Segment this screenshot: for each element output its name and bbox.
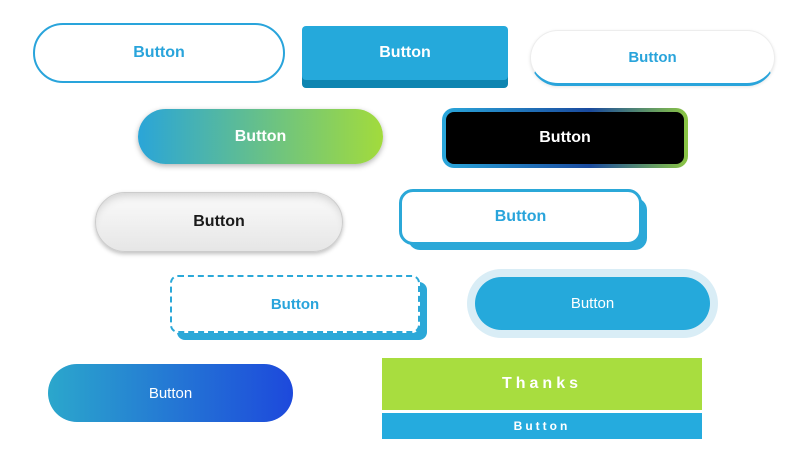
thanks-bar-button[interactable]: Button (382, 413, 702, 439)
glow-pill-button[interactable]: Button (475, 277, 710, 330)
thanks-banner-button[interactable]: Thanks (382, 358, 702, 410)
solid-3d-button[interactable]: Button (302, 26, 508, 80)
blue-outline-offset-button[interactable]: Button (399, 189, 642, 245)
gradient-green-button[interactable]: Button (138, 109, 383, 164)
thanks-button-stack: Thanks Button (382, 358, 702, 439)
outline-pill-button[interactable]: Button (33, 23, 285, 83)
black-gradient-border-button[interactable]: Button (442, 108, 688, 168)
white-pill-button[interactable]: Button (530, 30, 775, 86)
dashed-border-button[interactable]: Button (170, 275, 420, 333)
gradient-blue-button[interactable]: Button (48, 364, 293, 422)
gray-glossy-button[interactable]: Button (95, 192, 343, 252)
